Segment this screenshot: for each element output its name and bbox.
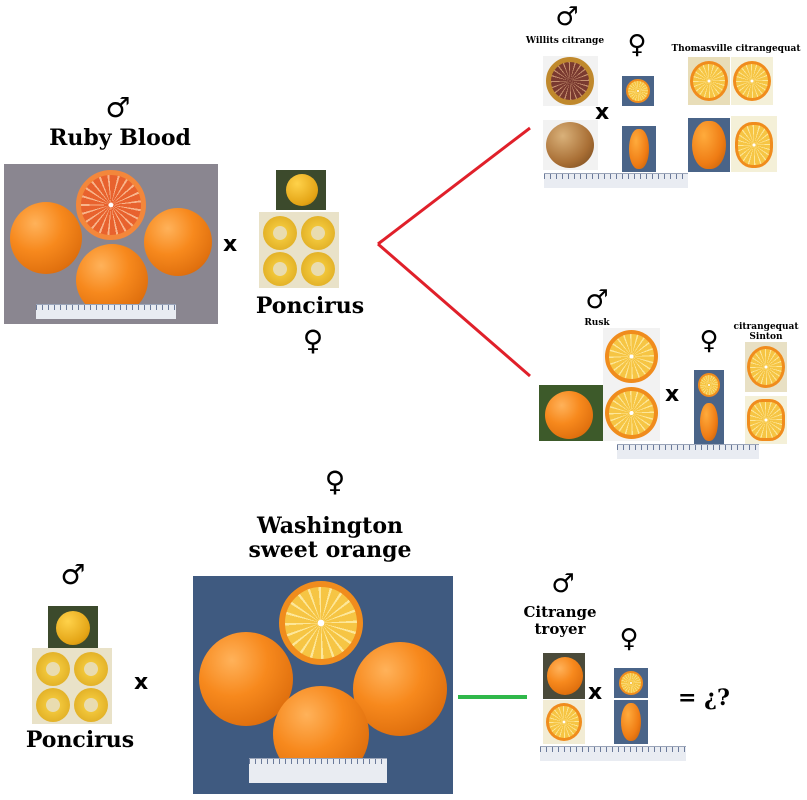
willits-cut	[546, 57, 594, 105]
cross-symbol-willits: x	[595, 100, 610, 125]
rusk-cut	[605, 387, 658, 439]
cross-symbol-troyer: x	[588, 680, 603, 705]
male-symbol-rusk: ♂	[585, 285, 609, 315]
orange-fruit	[199, 632, 293, 726]
thomasville-cut-photo-3	[731, 116, 777, 172]
willits-whole-photo	[543, 120, 598, 170]
poncirus-half	[74, 652, 108, 686]
kumquat-whole-photo-mid	[694, 400, 724, 444]
female-symbol-kumquat-mid: ♀	[699, 326, 719, 356]
ruby-blood-photo	[4, 164, 218, 324]
troyer-whole-photo	[543, 653, 585, 699]
male-symbol-ruby: ♂	[105, 91, 131, 124]
poncirus-cut-photo-bottom	[32, 648, 112, 724]
poncirus-label-top: Poncirus	[255, 293, 365, 319]
male-symbol-poncirus-bottom: ♂	[60, 558, 86, 591]
rusk-cut-photo-1	[603, 328, 660, 385]
cross-symbol-top: x	[223, 232, 238, 257]
kumquat-fruit	[621, 703, 641, 741]
sinton-cut-photo-1	[745, 342, 787, 392]
sinton-label: citrangequat Sinton	[726, 322, 806, 343]
kumquat-fruit	[700, 403, 718, 441]
male-symbol-troyer: ♂	[551, 569, 575, 599]
thomasville-fruit	[692, 121, 726, 169]
thomasville-cut	[733, 61, 771, 101]
kumquat-cut	[619, 671, 643, 695]
troyer-cut	[546, 703, 582, 741]
kumquat-cut-photo-mid	[694, 370, 724, 400]
kumquat-whole-photo-top	[622, 126, 656, 172]
poncirus-whole-photo-bottom	[48, 606, 98, 648]
sinton-cut-photo-2	[745, 396, 787, 444]
rusk-cut	[605, 330, 658, 383]
poncirus-whole-photo	[276, 170, 326, 210]
poncirus-cut-photo	[259, 212, 339, 288]
kumquat-whole-photo-bottom	[614, 700, 648, 744]
troyer-label-line1: Citrange	[523, 603, 597, 621]
sinton-label-line2: Sinton	[749, 332, 783, 343]
rusk-fruit	[545, 391, 593, 439]
cross-symbol-bottom: x	[134, 670, 149, 695]
cross-symbol-rusk: x	[665, 382, 680, 407]
washington-cut	[279, 581, 363, 665]
orange-fruit	[353, 642, 447, 736]
poncirus-fruit	[286, 174, 318, 206]
red-line-lower	[377, 242, 531, 378]
poncirus-half	[263, 252, 297, 286]
kumquat-fruit	[629, 129, 649, 169]
troyer-label: Citrange troyer	[510, 604, 610, 637]
red-line-upper	[377, 126, 531, 246]
troyer-fruit	[547, 657, 583, 695]
poncirus-label-bottom: Poncirus	[25, 727, 135, 753]
result-unknown: = ¿?	[678, 685, 730, 711]
male-symbol-willits: ♂	[555, 2, 579, 32]
poncirus-half	[74, 688, 108, 722]
willits-cut-photo	[543, 56, 598, 106]
willits-fruit	[546, 122, 594, 168]
kumquat-cut	[698, 373, 720, 397]
washington-photo	[193, 576, 453, 794]
washington-label-line2: sweet orange	[248, 537, 412, 564]
thomasville-cut-photo-2	[731, 57, 773, 105]
ruler	[544, 173, 688, 188]
orange-fruit	[10, 202, 82, 274]
troyer-label-line2: troyer	[534, 619, 586, 638]
sinton-label-line1: citrangequat	[733, 322, 799, 332]
thomasville-cut	[735, 122, 773, 168]
poncirus-half	[301, 216, 335, 250]
ruler	[617, 444, 759, 459]
thomasville-cut	[690, 61, 728, 101]
female-symbol-kumquat-bottom: ♀	[619, 624, 639, 654]
orange-fruit	[144, 208, 212, 276]
rusk-cut-photo-2	[603, 385, 660, 441]
thomasville-cut-photo-1	[688, 57, 730, 105]
kumquat-cut-photo-top	[622, 76, 654, 106]
kumquat-cut-photo-bottom	[614, 668, 648, 698]
ruler	[249, 758, 387, 783]
ruler	[540, 746, 686, 761]
blood-orange-cut	[76, 170, 146, 240]
ruler	[36, 304, 176, 319]
troyer-cut-photo	[543, 700, 585, 744]
poncirus-half	[36, 688, 70, 722]
sinton-cut	[747, 346, 785, 388]
willits-label: Willits citrange	[525, 36, 605, 46]
female-symbol-poncirus-top: ♀	[302, 324, 324, 357]
poncirus-half	[263, 216, 297, 250]
poncirus-fruit	[56, 611, 90, 645]
ruby-blood-label: Ruby Blood	[49, 125, 191, 151]
sinton-cut	[747, 399, 785, 441]
poncirus-half	[36, 652, 70, 686]
thomasville-label: Thomasville citrangequat	[671, 44, 801, 54]
kumquat-cut	[626, 79, 650, 103]
female-symbol-washington: ♀	[324, 465, 346, 498]
female-symbol-kumquat-top: ♀	[627, 30, 647, 60]
rusk-label: Rusk	[584, 318, 610, 328]
washington-label: Washington sweet orange	[200, 514, 460, 562]
rusk-whole-photo	[539, 385, 605, 441]
washington-label-line1: Washington	[257, 513, 403, 539]
poncirus-half	[301, 252, 335, 286]
thomasville-whole-photo	[688, 118, 730, 172]
